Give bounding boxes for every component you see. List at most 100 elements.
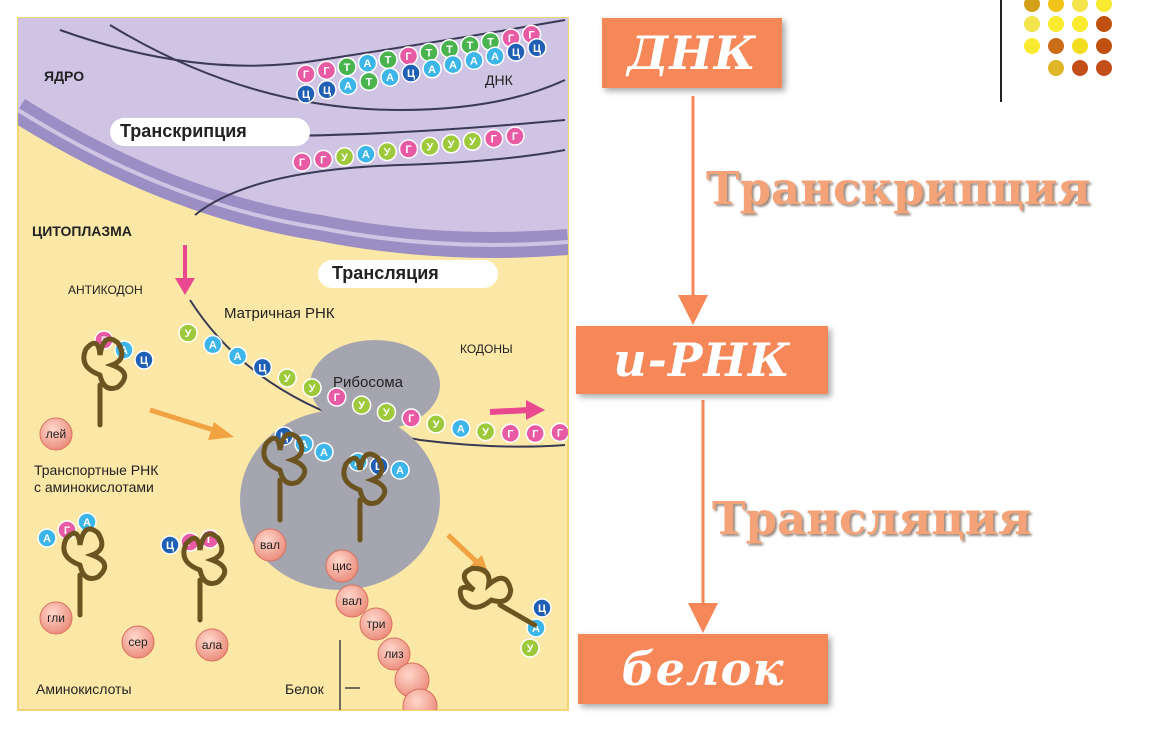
decor-dot xyxy=(1024,16,1040,32)
rna-nucleus-nucleotide-5 xyxy=(398,139,419,159)
rna-nucleus-nucleotide-2 xyxy=(334,147,355,167)
mrna-nucleotide-2 xyxy=(227,346,248,366)
trna-bound-1-nucleotide-2-letter: А xyxy=(320,447,328,459)
decor-dot xyxy=(1024,0,1040,12)
rna-nucleus-nucleotide-6 xyxy=(420,136,440,157)
mrna-nucleotide-13-letter: Г xyxy=(507,428,514,440)
dna-bottom-nucleotide-4 xyxy=(380,67,400,87)
mrna-nucleotide-15-letter: Г xyxy=(557,427,564,439)
dna-top-nucleotide-0 xyxy=(296,64,316,84)
trna-val-body xyxy=(261,431,308,523)
trna-gli-nucleotide-0-letter: А xyxy=(43,533,51,545)
amino-acid-val xyxy=(253,528,287,562)
transcription-pill xyxy=(110,118,310,146)
trna-bound-2-nucleotide-2 xyxy=(390,460,410,480)
dna-top-nucleotide-6-letter: Т xyxy=(426,47,433,59)
trna-ala-nucleotide-0-letter: Ц xyxy=(166,540,174,552)
mrna-nucleotide-4-letter: У xyxy=(284,373,291,385)
dna-bottom-nucleotide-11-letter: Ц xyxy=(533,43,541,55)
rna-nucleus-nucleotide-1 xyxy=(313,149,334,170)
mrna-nucleotide-11 xyxy=(451,418,471,439)
flow-box-protein-label: белок xyxy=(621,642,785,696)
dna-bottom-nucleotide-8-letter: А xyxy=(470,55,478,67)
dna-bottom-nucleotide-0 xyxy=(296,84,316,104)
trna-leaving-nucleotide-0 xyxy=(532,598,552,618)
label-dna: ДНК xyxy=(485,72,513,88)
dna-bottom-nucleotide-0-letter: Ц xyxy=(302,89,310,101)
amino-acid-tri-label: три xyxy=(367,617,386,631)
trna-leaving-nucleotide-2 xyxy=(520,638,540,658)
mrna-nucleotide-6-letter: Г xyxy=(334,392,341,404)
amino-acid-ser-label: сер xyxy=(128,635,148,649)
decor-dot xyxy=(1096,60,1112,76)
rna-nucleus-nucleotide-5-letter: Г xyxy=(405,144,412,156)
label-amino-acids: Аминокислоты xyxy=(36,681,132,697)
dna-backbone-mid xyxy=(109,24,566,112)
mrna-nucleotide-10 xyxy=(426,414,446,434)
rna-nucleus-nucleotide-10 xyxy=(505,126,525,146)
dna-top-nucleotide-2-letter: Т xyxy=(344,62,351,74)
mrna-nucleotide-15 xyxy=(550,422,568,443)
trna-ala-body xyxy=(181,531,228,623)
dna-top-nucleotide-10-letter: Г xyxy=(508,33,515,45)
trna-gli-nucleotide-0 xyxy=(37,528,57,548)
decor-dot xyxy=(1072,16,1088,32)
decor-dot xyxy=(1072,0,1088,12)
amino-acid-val-label: вал xyxy=(260,538,280,552)
amino-acid-lei xyxy=(39,417,73,451)
mrna-nucleotide-5 xyxy=(302,378,322,398)
mrna-nucleotide-10-letter: У xyxy=(433,419,440,431)
label-ribosome: Рибосома xyxy=(333,374,403,391)
pink-arrow-right xyxy=(489,407,531,415)
rna-nucleus-nucleotide-9-letter: Г xyxy=(491,134,498,146)
dna-bottom-nucleotide-2-letter: А xyxy=(344,81,352,93)
trna-leaving-nucleotide-2-letter: У xyxy=(527,643,534,655)
dna-bottom-nucleotide-5 xyxy=(401,63,421,83)
dna-bottom-nucleotide-6-letter: А xyxy=(428,64,436,76)
mrna-nucleotide-8 xyxy=(376,402,397,422)
label-nucleus: ЯДРО xyxy=(44,68,85,84)
mrna-nucleotide-9-letter: Г xyxy=(408,413,415,425)
trna-bound-2-nucleotide-1-letter: Ц xyxy=(375,461,383,473)
mrna-nucleotide-8-letter: У xyxy=(383,407,390,419)
mrna-nucleotide-7 xyxy=(351,395,372,415)
amino-acid-tri xyxy=(359,607,393,641)
rna-nucleus-nucleotide-7-letter: У xyxy=(448,139,455,151)
dna-bottom-nucleotide-3 xyxy=(359,71,379,92)
mrna-nucleotide-4 xyxy=(277,368,297,388)
rna-nucleus-nucleotide-8 xyxy=(462,131,483,151)
decor-dot xyxy=(1048,60,1064,76)
label-transcription: Транскрипция xyxy=(120,121,247,141)
mrna-nucleotide-12-letter: У xyxy=(482,427,489,439)
dna-top-nucleotide-9-letter: Т xyxy=(487,37,494,49)
trna-ala-nucleotide-1-letter: Г xyxy=(187,537,194,549)
decor-dot xyxy=(1048,38,1064,54)
flow-step-transcription: Транскрипция xyxy=(706,162,1091,215)
trna-lei-body xyxy=(81,336,128,428)
mrna-nucleotide-12 xyxy=(475,421,496,442)
dna-bottom-nucleotide-4-letter: А xyxy=(386,72,394,84)
dna-bottom-nucleotide-9 xyxy=(485,46,505,66)
orange-arrow-1-head xyxy=(208,422,234,440)
decor-dot xyxy=(1072,60,1088,76)
trna-bound-1-nucleotide-1-letter: А xyxy=(300,439,308,451)
rna-nucleus-nucleotide-9 xyxy=(483,128,504,149)
ribosome-large-subunit xyxy=(240,410,440,590)
rna-nucleus-nucleotide-0 xyxy=(292,152,312,172)
rna-nucleus-nucleotide-3 xyxy=(356,144,376,164)
amino-acid-ala xyxy=(195,628,229,662)
rna-nucleus-nucleotide-3-letter: А xyxy=(362,149,370,161)
label-codons: КОДОНЫ xyxy=(460,342,513,356)
decor-dot xyxy=(1048,16,1064,32)
rna-nucleus-nucleotide-4-letter: У xyxy=(384,147,391,159)
rna-nucleus-nucleotide-0-letter: Г xyxy=(299,157,306,169)
rna-nucleus-nucleotide-1-letter: Г xyxy=(320,154,327,166)
trna-lei-nucleotide-2-letter: Ц xyxy=(140,355,148,367)
amino-acid-cis-label: цис xyxy=(332,559,352,573)
amino-acid-liz xyxy=(377,637,411,671)
pink-arrow-right-head xyxy=(526,400,545,420)
mrna-nucleotide-9 xyxy=(401,408,421,428)
dna-bottom-nucleotide-5-letter: Ц xyxy=(407,68,415,80)
